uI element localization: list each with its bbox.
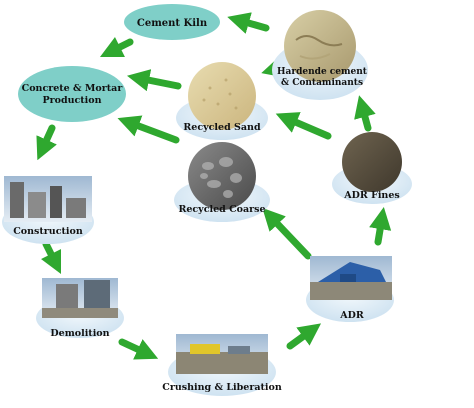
arrow-sand-to-concrete: [127, 69, 182, 92]
concrete-label-line2: Production: [42, 95, 101, 106]
node-adr: ADR: [306, 256, 394, 322]
node-cement-kiln: Cement Kiln: [124, 4, 220, 40]
adr-fines-label: ADR Fines: [343, 190, 399, 201]
node-construction: Construction: [2, 176, 94, 244]
demolition-label: Demolition: [50, 328, 109, 339]
recycled-coarse-photo: [188, 142, 256, 210]
cement-kiln-label: Cement Kiln: [137, 18, 208, 29]
adr-fines-photo: [342, 132, 402, 192]
arrow-crushing-to-adr: [286, 323, 322, 350]
hardened-label-line1: Hardende cement: [277, 67, 368, 77]
arrow-kiln-to-concrete: [99, 36, 134, 58]
node-concrete-production: Concrete & Mortar Production: [18, 66, 126, 122]
arrow-adr-to-coarse: [262, 207, 312, 260]
recycled-coarse-label: Recycled Coarse: [178, 204, 265, 215]
node-recycled-sand: Recycled Sand: [176, 62, 268, 140]
node-crushing-liberation: Crushing & Liberation: [162, 334, 282, 396]
recycled-sand-label: Recycled Sand: [183, 122, 261, 133]
arrow-coarse-to-concrete: [117, 115, 180, 144]
arrow-construction-to-demolition: [40, 240, 62, 275]
arrow-adr-to-fines: [369, 206, 392, 246]
node-demolition: Demolition: [36, 278, 124, 339]
hardened-label-line2: & Contaminants: [281, 78, 363, 88]
concrete-label-line1: Concrete & Mortar: [22, 83, 124, 94]
crushing-label: Crushing & Liberation: [162, 382, 282, 393]
arrow-fines-to-hardened: [354, 95, 376, 132]
arrow-fines-to-sand: [275, 112, 332, 140]
arrow-hardened-to-kiln: [227, 12, 270, 34]
node-adr-fines: ADR Fines: [332, 132, 412, 204]
node-recycled-coarse: Recycled Coarse: [174, 142, 270, 222]
adr-label: ADR: [339, 310, 364, 321]
recycled-sand-photo: [188, 62, 256, 130]
hardened-cement-photo: [284, 10, 356, 82]
arrow-concrete-to-construction: [36, 124, 57, 161]
node-hardened-cement: Hardende cement & Contaminants: [272, 10, 368, 100]
arrow-demolition-to-crushing: [118, 338, 159, 360]
construction-label: Construction: [13, 226, 83, 237]
